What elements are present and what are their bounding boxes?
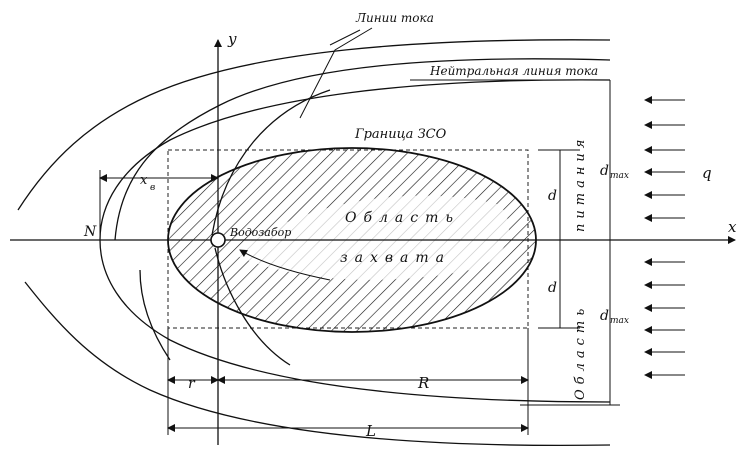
- supply-area-label-lower: Область: [573, 304, 588, 400]
- dmax-lower-label: d: [600, 308, 609, 324]
- axis-x-label: x: [728, 218, 737, 236]
- stream-lines-leader-2: [329, 29, 361, 46]
- flow-arrows: [644, 96, 685, 379]
- streamline-outer-bottom: [24, 281, 611, 447]
- supply-area-label-upper: питания: [573, 135, 588, 232]
- stream-lines-leader-1: [299, 27, 373, 119]
- dmax-lower-sub: max: [610, 316, 629, 326]
- point-n-label: N: [83, 224, 97, 240]
- streamline-bottom-inner: [139, 269, 171, 361]
- capture-flow-arrow: [239, 249, 331, 281]
- zso-label: Границa ЗСО: [354, 127, 447, 142]
- intake-label: Водозабор: [229, 226, 291, 239]
- capture-area-band: [235, 195, 509, 280]
- xb-sub-label: в: [150, 183, 155, 193]
- dmax-upper-label: d: [600, 163, 609, 179]
- streamline-to-well-bottom: [214, 247, 291, 366]
- streamline-to-well-top: [211, 89, 331, 236]
- intake-well: [210, 232, 226, 248]
- axis-y-label: y: [227, 30, 237, 48]
- dmax-upper-sub: max: [610, 171, 629, 181]
- d-lower-label: d: [548, 280, 557, 296]
- L-label: L: [365, 422, 376, 440]
- streamline-outer-top: [17, 39, 611, 211]
- flow-q-label: q: [702, 164, 712, 182]
- d-upper-label: d: [548, 188, 557, 204]
- stream-lines-label: Линии тока: [355, 11, 434, 25]
- capture-area-label-1: Область: [345, 210, 460, 226]
- neutral-line-label: Нейтральная линия тока: [429, 64, 598, 78]
- capture-area-label-2: захвата: [340, 250, 451, 266]
- r-label: r: [188, 376, 196, 392]
- R-label: R: [417, 374, 429, 392]
- xb-label: x: [140, 173, 148, 188]
